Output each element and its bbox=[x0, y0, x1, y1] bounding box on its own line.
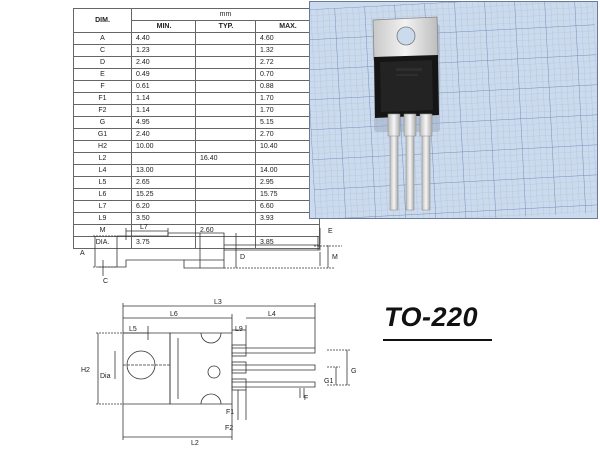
label-f1: F1 bbox=[226, 409, 234, 416]
label-l2: L2 bbox=[191, 440, 199, 447]
label-a: A bbox=[80, 250, 85, 257]
label-l4: L4 bbox=[268, 311, 276, 318]
label-l5: L5 bbox=[129, 326, 137, 333]
label-f2: F2 bbox=[225, 425, 233, 432]
label-dia: Dia bbox=[100, 373, 111, 380]
component-photo bbox=[309, 1, 598, 219]
label-e: E bbox=[328, 228, 333, 235]
front-view bbox=[96, 303, 350, 440]
package-title: TO-220 bbox=[384, 302, 479, 332]
label-l6: L6 bbox=[170, 311, 178, 318]
label-g1: G1 bbox=[324, 378, 333, 385]
cell-max: 3.85 bbox=[255, 236, 320, 249]
label-l3: L3 bbox=[214, 299, 222, 306]
label-c: C bbox=[103, 278, 108, 285]
package-title-underline bbox=[383, 339, 492, 341]
label-f: F bbox=[304, 395, 308, 402]
label-d: D bbox=[240, 254, 245, 261]
side-view bbox=[93, 228, 342, 276]
to220-photo-image bbox=[310, 2, 597, 218]
label-m: M bbox=[332, 254, 338, 261]
label-l9: L9 bbox=[235, 326, 243, 333]
label-l7: L7 bbox=[140, 224, 148, 231]
label-h2: H2 bbox=[81, 367, 90, 374]
label-g: G bbox=[351, 368, 356, 375]
